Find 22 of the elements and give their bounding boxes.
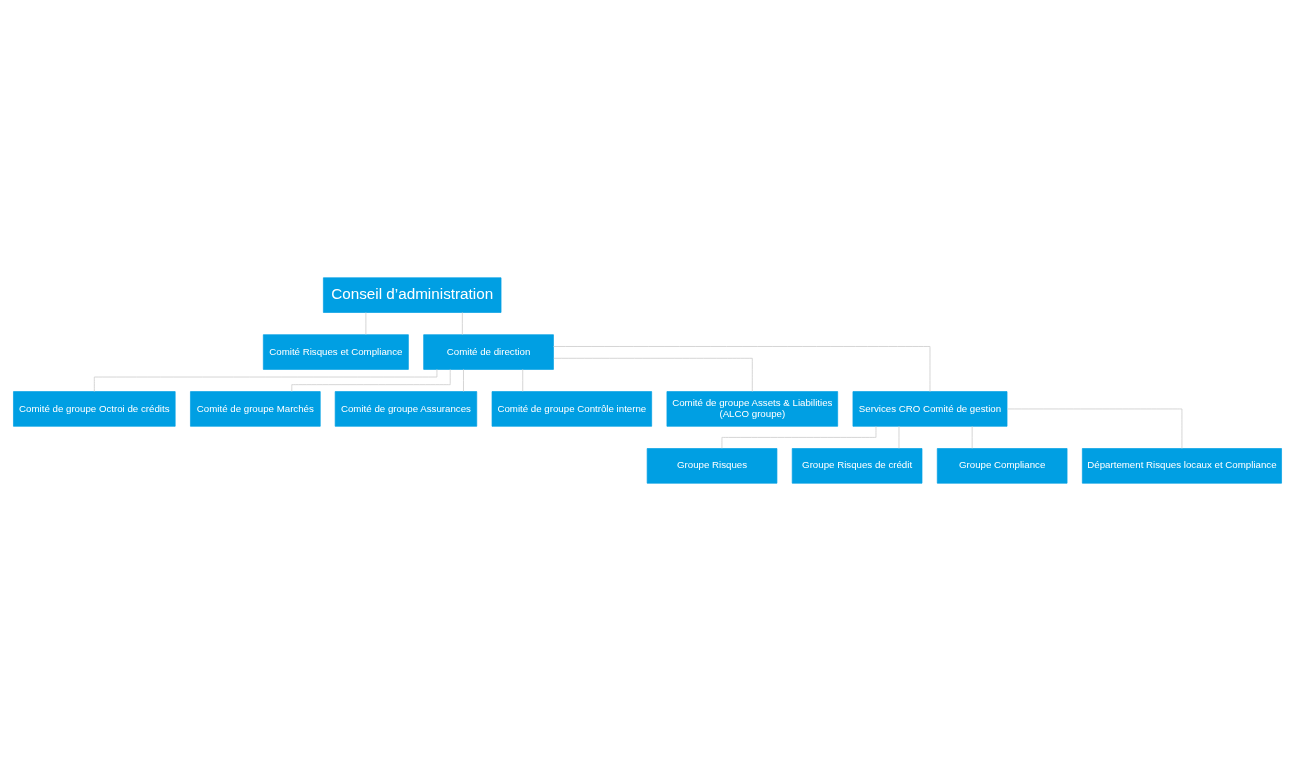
- node-box: Comité de direction: [423, 333, 554, 370]
- node-box: Comité de groupe Assurances: [334, 390, 478, 427]
- node-box: Comité de groupe Assets & Liabilities (ALCO groupe): [666, 390, 839, 427]
- node-box: Services CRO Comité de gestion: [852, 390, 1008, 427]
- connector: [461, 311, 463, 335]
- node-box: Comité de groupe Contrôle interne: [491, 390, 652, 427]
- node-box: Groupe Risques de crédit: [791, 447, 923, 484]
- node-box: Comité de groupe Octroi de crédits: [13, 390, 176, 427]
- connector: [553, 357, 753, 392]
- node-box: Groupe Compliance: [936, 447, 1068, 484]
- connector: [721, 425, 877, 449]
- connector: [93, 368, 438, 392]
- connector: [291, 368, 451, 392]
- node-box: Conseil d’administration: [323, 276, 502, 313]
- node-box: Département Risques locaux et Compliance: [1082, 447, 1282, 484]
- node-box: Comité de groupe Marchés: [190, 390, 321, 427]
- connector: [553, 345, 931, 392]
- connector: [1006, 408, 1183, 449]
- connector: [522, 368, 524, 392]
- connector: [463, 368, 464, 392]
- node-box: Comité Risques et Compliance: [263, 333, 409, 370]
- node-box: Groupe Risques: [646, 447, 778, 484]
